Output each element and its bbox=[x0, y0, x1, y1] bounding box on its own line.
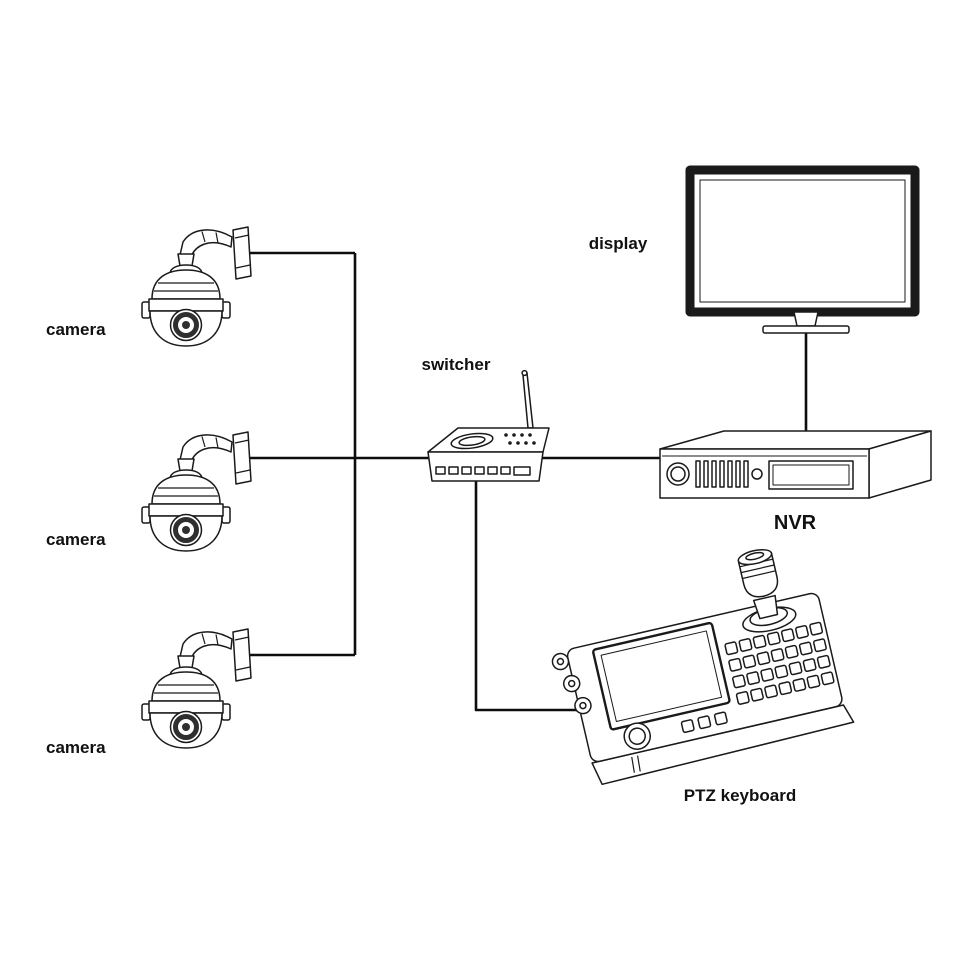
camera-1-label: camera bbox=[46, 320, 106, 339]
switcher-top-recess bbox=[450, 432, 494, 450]
display-illustration bbox=[685, 165, 920, 334]
camera-1-illustration bbox=[142, 227, 251, 346]
nvr-label: NVR bbox=[773, 512, 817, 534]
monitor-stand-neck bbox=[793, 311, 819, 327]
keyboard-screen bbox=[600, 630, 723, 723]
camera-2-illustration bbox=[142, 432, 251, 551]
switcher-label: switcher bbox=[421, 355, 491, 374]
camera-2-label: camera bbox=[46, 530, 106, 549]
switcher-illustration bbox=[427, 369, 550, 482]
ptz-keyboard-label: PTZ keyboard bbox=[683, 786, 797, 805]
nvr-vent-slots bbox=[695, 460, 749, 488]
nvr-illustration bbox=[659, 430, 932, 499]
connection-wires bbox=[249, 251, 808, 712]
switcher-antenna bbox=[522, 372, 534, 429]
nvr-power-button-inner bbox=[670, 466, 686, 482]
switcher-led-dots bbox=[504, 433, 536, 445]
nvr-ir-sensor bbox=[751, 468, 763, 480]
monitor-screen bbox=[699, 179, 906, 303]
camera-3-illustration bbox=[142, 629, 251, 748]
keyboard-joystick bbox=[737, 548, 797, 633]
ptz-keyboard-illustration bbox=[551, 548, 855, 786]
camera-3-label: camera bbox=[46, 738, 106, 757]
keyboard-side-knobs bbox=[551, 652, 592, 715]
monitor-stand-base bbox=[762, 325, 850, 334]
switcher-antenna-tip bbox=[521, 369, 528, 377]
display-label: display bbox=[588, 234, 648, 253]
wire-switcher-keyboard bbox=[474, 481, 582, 712]
switcher-ports bbox=[435, 466, 531, 476]
